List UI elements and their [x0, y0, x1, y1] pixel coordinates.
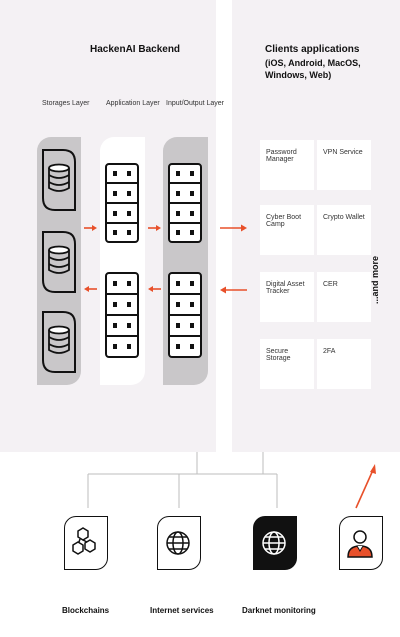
darknet-monitoring-card	[253, 516, 297, 570]
clients-title: Clients applications	[265, 44, 360, 55]
storages-layer-label: Storages Layer	[42, 100, 90, 107]
and-more-label: ...and more	[370, 255, 380, 305]
internet-services-label: Internet services	[150, 606, 214, 615]
application-layer-label: Application Layer	[106, 100, 160, 107]
app-password-manager: Password Manager	[260, 140, 314, 190]
app-cer: CER	[317, 272, 371, 322]
blockchain-cubes-icon	[72, 527, 96, 555]
blockchains-card	[64, 516, 108, 570]
backend-title: HackenAI Backend	[90, 44, 181, 55]
connector-lines	[87, 452, 278, 508]
io-layer-label: Input/Output Layer	[166, 100, 224, 107]
database-icon	[42, 231, 76, 293]
server-icon	[105, 272, 139, 358]
app-digital-asset-tracker: Digital Asset Tracker	[260, 272, 314, 322]
clients-platforms: (iOS, Android, MacOS, Windows, Web)	[265, 58, 361, 80]
database-icon	[42, 311, 76, 373]
app-secure-storage: Secure Storage	[260, 339, 314, 389]
app-2fa: 2FA	[317, 339, 371, 389]
user-card	[339, 516, 383, 570]
user-icon	[347, 530, 373, 558]
database-icon	[42, 149, 76, 211]
app-cyber-boot-camp: Cyber Boot Camp	[260, 205, 314, 255]
app-vpn-service: VPN Service	[317, 140, 371, 190]
app-crypto-wallet: Crypto Wallet	[317, 205, 371, 255]
dark-globe-icon	[262, 531, 286, 555]
server-icon	[105, 163, 139, 243]
arrow-user-to-clients	[355, 469, 374, 509]
blockchains-label: Blockchains	[62, 606, 110, 615]
server-icon	[168, 163, 202, 243]
internet-services-card	[157, 516, 201, 570]
globe-icon	[166, 531, 190, 555]
darknet-monitoring-label: Darknet monitoring	[242, 606, 316, 615]
server-icon	[168, 272, 202, 358]
